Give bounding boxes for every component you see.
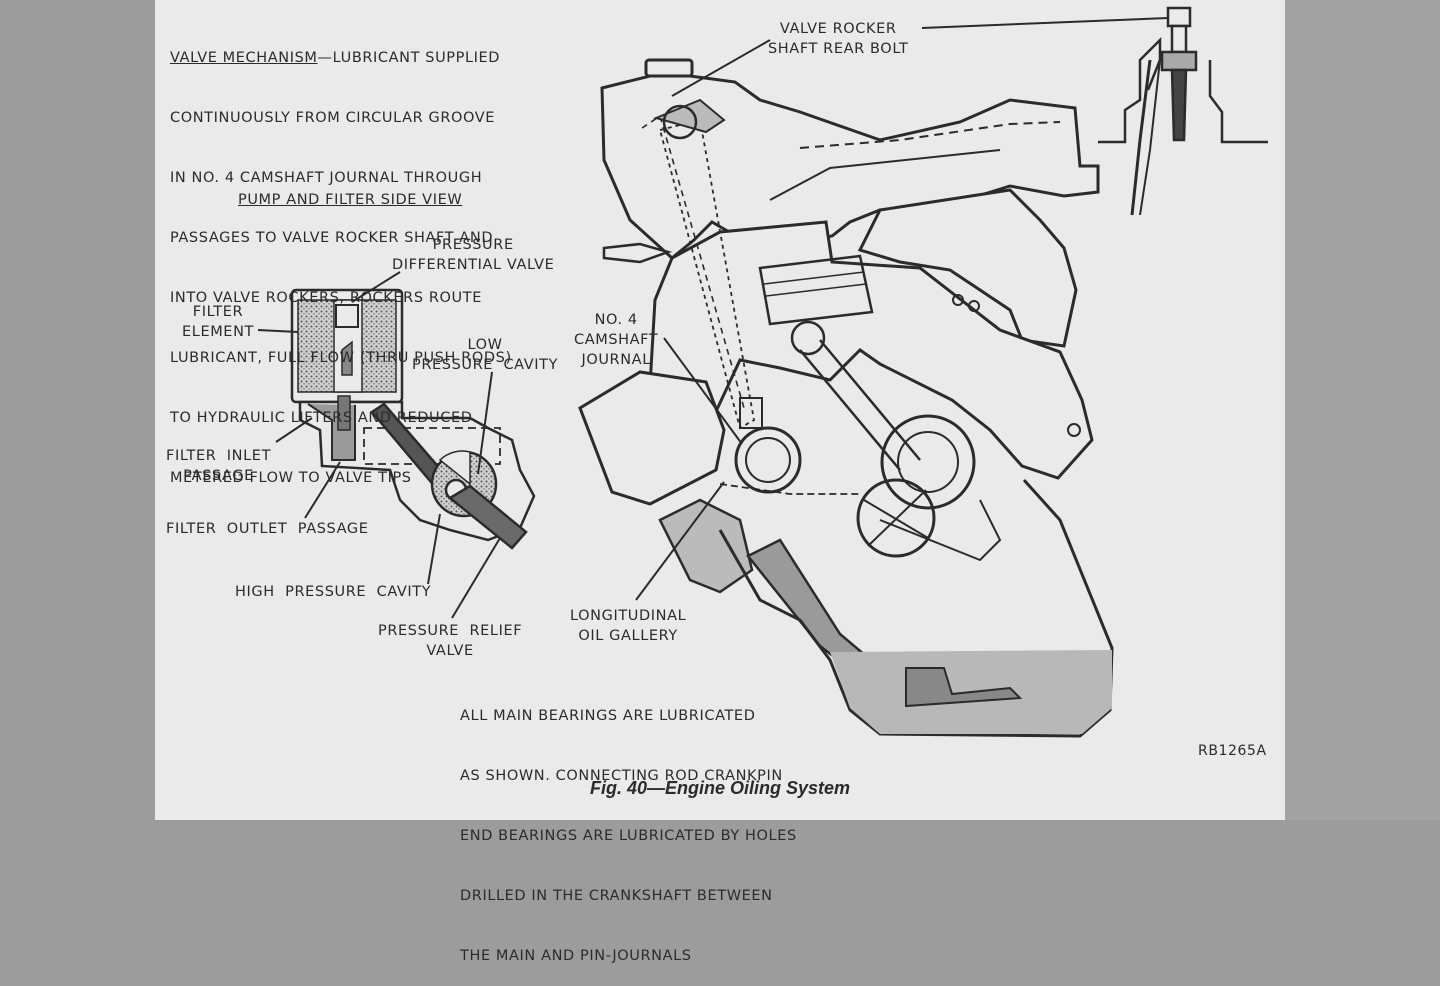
label-high-pressure-cavity: HIGH PRESSURE CAVITY	[235, 584, 432, 600]
pump-view-title: PUMP AND FILTER SIDE VIEW	[238, 192, 463, 208]
page-edge	[1285, 0, 1440, 820]
rocker-bolt-inset	[1098, 6, 1268, 216]
figure-code: RB1265A	[1198, 743, 1267, 759]
engine-oiling-diagram	[257, 6, 1268, 738]
valve-mechanism-line-0: —LUBRICANT SUPPLIED	[317, 50, 501, 66]
bearings-note: ALL MAIN BEARINGS ARE LUBRICATED AS SHOW…	[460, 666, 797, 986]
valve-mechanism-heading: VALVE MECHANISM	[170, 50, 318, 66]
label-filter-inlet-passage: FILTER INLET PASSAGE	[166, 448, 272, 484]
label-filter-outlet-passage: FILTER OUTLET PASSAGE	[166, 521, 369, 537]
valve-mechanism-line-6: TO HYDRAULIC LIFTERS AND REDUCED	[170, 410, 473, 426]
leader-lines	[257, 17, 1169, 619]
rocker-bolt-head	[1166, 6, 1192, 28]
spark-plug	[602, 242, 673, 264]
engine-section	[578, 58, 1114, 738]
valve-mechanism-line-4: INTO VALVE ROCKERS, ROCKERS ROUTE	[170, 290, 482, 306]
label-pressure-relief-valve: PRESSURE RELIEF VALVE	[378, 623, 523, 659]
valve-mechanism-text: VALVE MECHANISM—LUBRICANT SUPPLIED CONTI…	[170, 8, 512, 508]
engine-oil-filter	[578, 370, 726, 506]
bearings-note-line-2: AS SHOWN. CONNECTING ROD CRANKPIN	[460, 768, 783, 784]
bearings-note-line-4: DRILLED IN THE CRANKSHAFT BETWEEN	[460, 888, 773, 904]
label-longitudinal-oil-gallery: LONGITUDINAL OIL GALLERY	[570, 608, 687, 644]
pressure-relief-valve	[447, 484, 528, 550]
bearings-note-line-3: END BEARINGS ARE LUBRICATED BY HOLES	[460, 828, 797, 844]
valve-mechanism-line-7: METERED FLOW TO VALVE TIPS	[170, 470, 412, 486]
pump-filter-view	[290, 288, 536, 550]
label-rocker-shaft-bolt: VALVE ROCKER SHAFT REAR BOLT	[768, 21, 909, 57]
cylinder-head	[600, 74, 1100, 260]
pressure-differential-valve	[335, 304, 359, 328]
crankshaft-main	[856, 478, 936, 558]
camshaft-journal	[734, 426, 802, 494]
bearings-note-line-5: THE MAIN AND PIN-JOURNALS	[460, 948, 692, 964]
valve-mechanism-line-5: LUBRICANT, FULL FLOW (THRU PUSH RODS)	[170, 350, 512, 366]
label-low-pressure-cavity: LOW PRESSURE CAVITY	[412, 337, 559, 373]
piston	[758, 254, 874, 326]
longitudinal-oil-gallery	[719, 483, 860, 495]
valve-mechanism-line-3: PASSAGES TO VALVE ROCKER SHAFT AND	[170, 230, 494, 246]
valve-mechanism-line-1: CONTINUOUSLY FROM CIRCULAR GROOVE	[170, 110, 496, 126]
valve-mechanism-line-2: IN NO. 4 CAMSHAFT JOURNAL THROUGH	[170, 170, 483, 186]
figure-caption: Fig. 40—Engine Oiling System	[589, 778, 851, 798]
bearings-note-line-1: ALL MAIN BEARINGS ARE LUBRICATED	[460, 708, 756, 724]
label-filter-element: FILTER ELEMENT	[182, 304, 254, 340]
label-pressure-differential-valve: PRESSURE DIFFERENTIAL VALVE	[392, 237, 555, 273]
oil-filler-cap	[644, 58, 694, 78]
label-camshaft-journal: NO. 4 CAMSHAFT JOURNAL	[574, 312, 659, 368]
